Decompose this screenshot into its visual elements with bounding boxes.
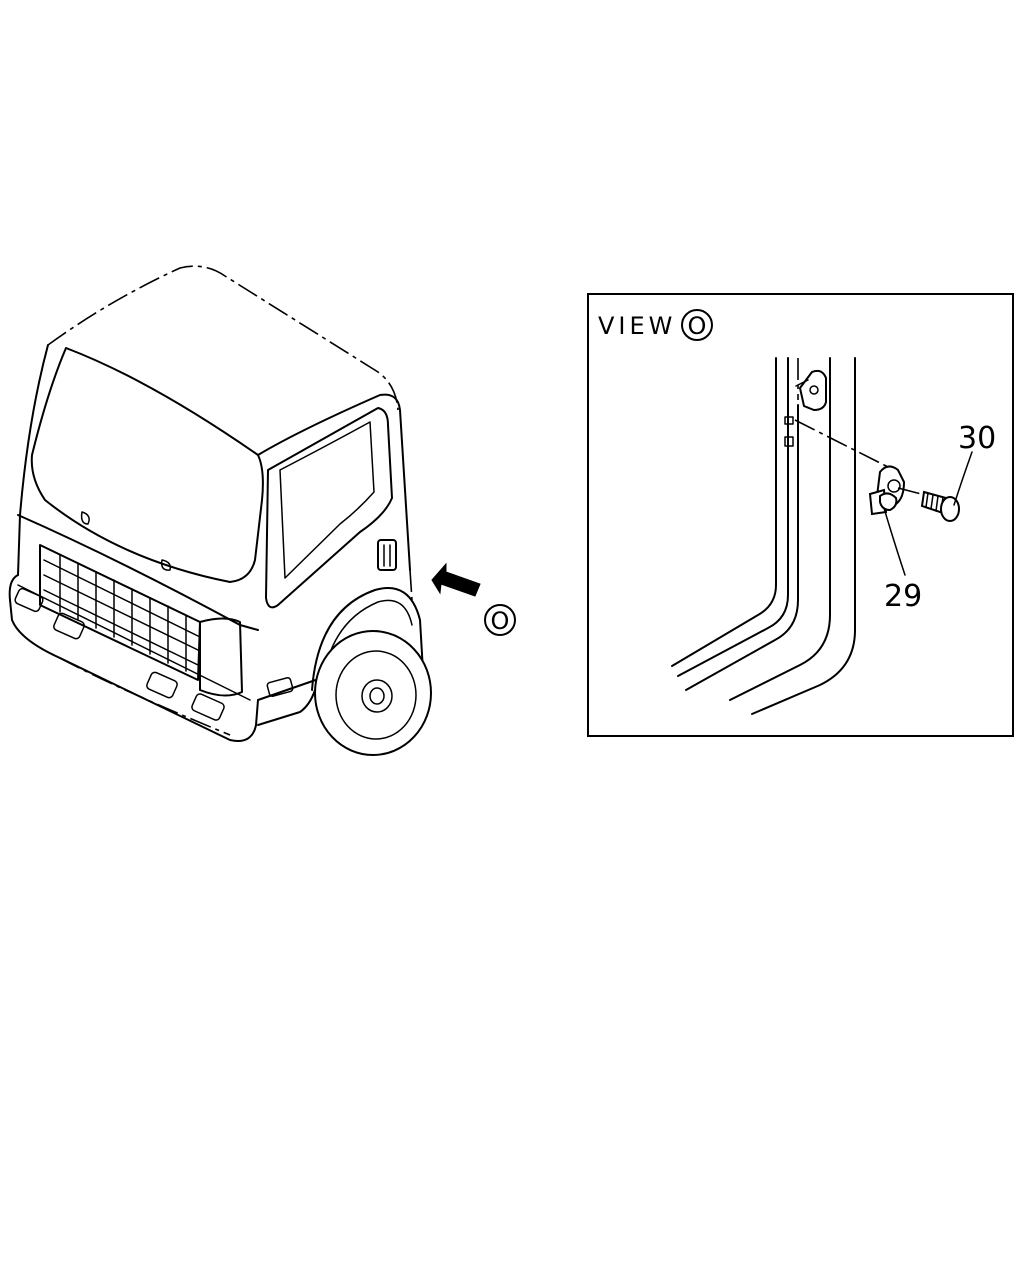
callout-30: 30 xyxy=(958,421,996,456)
view-direction-arrow xyxy=(431,562,481,597)
door-switch-part xyxy=(868,465,906,516)
leader-29 xyxy=(883,507,906,576)
view-title-text: VIEW xyxy=(598,312,676,340)
view-title-marker: O xyxy=(688,312,707,340)
leader-30 xyxy=(953,451,973,506)
arrow-marker-label: O xyxy=(484,604,516,636)
truck-cab-illustration xyxy=(8,265,432,756)
door-frame-lines xyxy=(671,357,856,715)
striker-plate xyxy=(795,369,827,412)
detail-view-box: VIEW O xyxy=(587,293,1014,737)
callout-29: 29 xyxy=(884,579,922,614)
arrow-marker-text: O xyxy=(491,607,510,635)
